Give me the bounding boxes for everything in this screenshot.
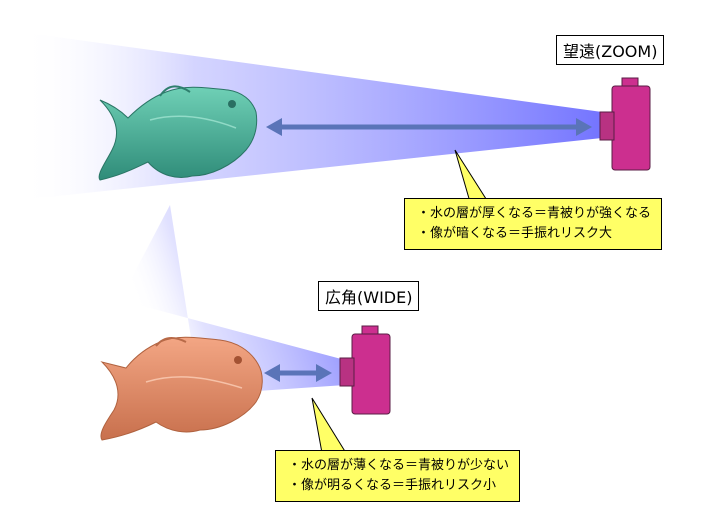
zoom-note-1: 水の層が厚くなる＝青被りが強くなる	[417, 204, 651, 224]
wide-camera-icon	[339, 325, 391, 415]
wide-callout: 水の層が薄くなる＝青被りが少ない 像が明るくなる＝手振れリスク小	[275, 450, 521, 502]
zoom-distance-arrow	[266, 118, 592, 136]
wide-note-2: 像が明るくなる＝手振れリスク小	[288, 476, 509, 496]
wide-note-1: 水の層が薄くなる＝青被りが少ない	[288, 456, 509, 476]
zoom-camera-icon	[599, 77, 651, 171]
zoom-callout: 水の層が厚くなる＝青被りが強くなる 像が暗くなる＝手振れリスク大	[404, 198, 663, 250]
wide-light-beam	[120, 205, 345, 395]
zoom-fish	[98, 85, 258, 181]
zoom-label: 望遠(ZOOM)	[556, 35, 665, 65]
wide-fish	[100, 336, 263, 441]
wide-callout-pointer	[311, 397, 347, 454]
zoom-note-2: 像が暗くなる＝手振れリスク大	[417, 224, 651, 244]
wide-label: 広角(WIDE)	[318, 281, 420, 311]
wide-distance-arrow	[264, 364, 332, 382]
zoom-callout-pointer	[454, 149, 489, 203]
